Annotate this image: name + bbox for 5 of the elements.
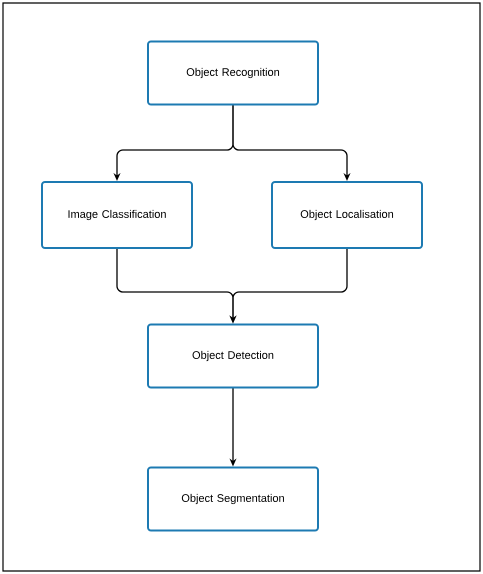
process-box: Object Recognition <box>147 40 319 106</box>
process-box: Object Localisation <box>271 181 423 249</box>
process-box: Object Segmentation <box>147 466 319 532</box>
process-box: Image Classification <box>41 181 193 249</box>
process-box: Object Detection <box>147 324 319 388</box>
